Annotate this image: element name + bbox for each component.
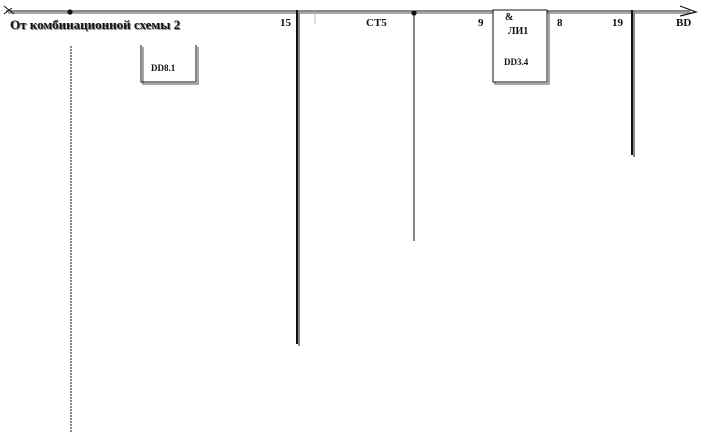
- dd3-box: [492, 9, 548, 83]
- and-sign-label: &: [505, 12, 513, 23]
- pin-8-label: 8: [557, 17, 563, 29]
- dd8-label: DD8.1: [151, 63, 176, 73]
- counter-label: CT5: [366, 17, 387, 29]
- source-label: От комбинационной схемы 2: [10, 17, 180, 32]
- pin-9-label: 9: [478, 17, 484, 29]
- pin-19-label: 19: [612, 17, 624, 29]
- dd8-box-shadow: [142, 47, 199, 85]
- pin-15-label: 15: [280, 17, 292, 29]
- bus-start-tick: [3, 5, 15, 15]
- and-gate-label: ЛИ1: [508, 26, 528, 37]
- bus-arrow-icon: [679, 5, 699, 17]
- source-label-shadow: От комбинационной схемы 2: [11, 18, 181, 33]
- dd3-label: DD3.4: [504, 57, 529, 67]
- bd-label: BD: [676, 17, 691, 29]
- dd8-box: [140, 45, 197, 83]
- junction-dot-left: [67, 9, 73, 15]
